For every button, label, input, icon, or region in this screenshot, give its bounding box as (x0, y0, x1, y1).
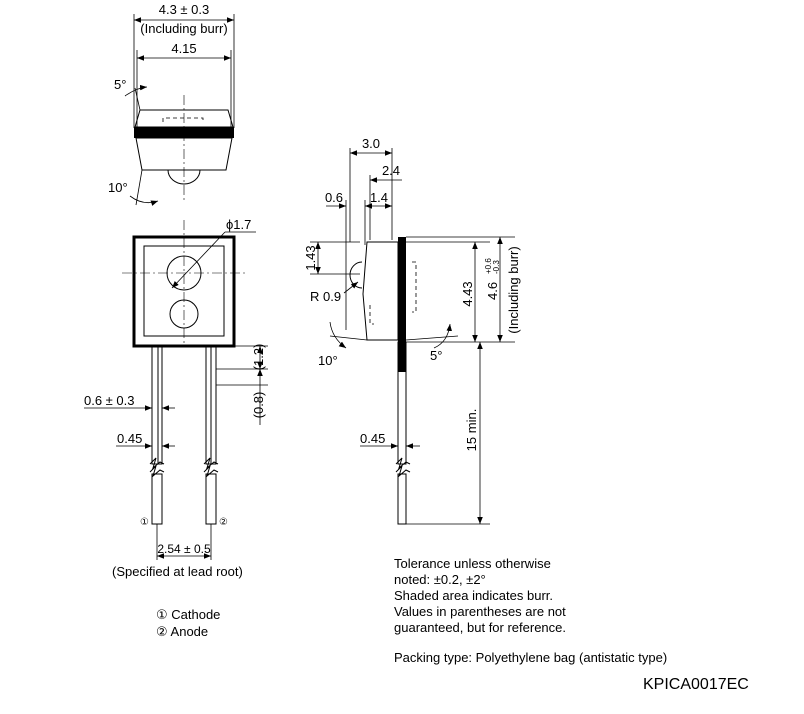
dim-side-1-43: 1.43 (303, 245, 318, 270)
dim-side-4-6: 4.6 (485, 282, 500, 300)
note-line-2: noted: ±0.2, ±2° (394, 572, 486, 587)
dim-ref-0-8: (0.8) (251, 392, 266, 419)
dim-body-width: 4.15 (171, 41, 196, 56)
note-line-5: guaranteed, but for reference. (394, 620, 567, 635)
lead-root-note: (Specified at lead root) (112, 564, 243, 579)
tolerance-notes: Tolerance unless otherwise noted: ±0.2, … (394, 556, 566, 636)
dim-side-4-6-tol-plus: +0.6 (484, 258, 493, 274)
legend-anode: ② Anode (156, 624, 209, 639)
dim-side-4-43: 4.43 (460, 281, 475, 306)
top-view: 4.3 ± 0.3 (Including burr) 4.15 5° 10° (108, 2, 235, 206)
drawing-code: KPICA0017EC (643, 676, 749, 693)
note-line-4: Values in parentheses are not (394, 604, 566, 619)
dim-side-3-0: 3.0 (362, 136, 380, 151)
dim-including-burr: (Including burr) (140, 21, 227, 36)
note-line-1: Tolerance unless otherwise (394, 556, 551, 571)
dim-lens-diameter: ϕ1.7 (226, 217, 251, 232)
dim-side-0-6: 0.6 (325, 190, 343, 205)
side-view: 3.0 2.4 0.6 1.4 1.43 R 0.9 10° 5° (303, 136, 521, 525)
dim-lead-width: 0.6 ± 0.3 (84, 393, 135, 408)
note-line-3: Shaded area indicates burr. (394, 588, 553, 603)
pin1-mark: ① (140, 517, 149, 528)
dim-side-angle-5: 5° (430, 348, 442, 363)
dim-width-incl-burr: 4.3 ± 0.3 (159, 2, 210, 17)
packing-note: Packing type: Polyethylene bag (antistat… (394, 650, 668, 665)
front-view: ϕ1.7 ① ② (1.2) (0.8) 0.6 ± 0.3 0.45 (84, 217, 268, 560)
legend-cathode: ① Cathode (156, 607, 221, 622)
dim-lead-length: 15 min. (464, 409, 479, 452)
dim-side-angle-10: 10° (318, 353, 338, 368)
dim-angle-bottom: 10° (108, 180, 128, 195)
dim-side-0-45: 0.45 (360, 431, 385, 446)
dim-side-1-4: 1.4 (370, 190, 388, 205)
dim-side-r0-9: R 0.9 (310, 289, 341, 304)
dim-side-2-4: 2.4 (382, 163, 400, 178)
dim-angle-top: 5° (114, 77, 126, 92)
dim-side-4-6-tol-minus: -0.3 (492, 260, 501, 274)
dim-side-including-burr: (Including burr) (506, 246, 521, 333)
dim-ref-1-2: (1.2) (251, 344, 266, 371)
pin-legend: ① Cathode ② Anode (156, 606, 220, 640)
pin2-mark: ② (219, 517, 228, 528)
dim-lead-thickness-front: 0.45 (117, 431, 142, 446)
dim-pitch: 2.54 ± 0.5 (157, 542, 211, 556)
